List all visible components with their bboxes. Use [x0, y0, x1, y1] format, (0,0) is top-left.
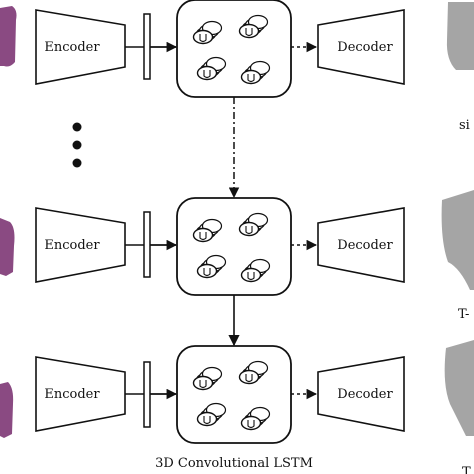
input-object-2 [0, 218, 15, 276]
encoder-1 [35, 9, 126, 85]
decoder-label-2: Decoder [337, 238, 393, 253]
encoder-3 [35, 356, 126, 432]
decoder-3 [317, 356, 405, 432]
decoder-2 [317, 207, 405, 283]
conv-block-1 [143, 13, 151, 80]
output-label-2: T- [458, 307, 469, 322]
output-label-1: si [459, 118, 470, 133]
output-object-1 [446, 2, 474, 70]
encoder-label-3: Encoder [44, 387, 100, 402]
decoder-label-3: Decoder [337, 387, 393, 402]
row-3: Encoder Decoder T [0, 340, 474, 474]
encoder-2 [35, 207, 126, 283]
decoder-1 [317, 9, 405, 85]
row-1: Encoder Decoder si [0, 0, 474, 133]
row-2: Encoder Decoder T- [0, 190, 474, 322]
ellipsis-dots [72, 122, 82, 168]
encoder-label-2: Encoder [44, 238, 100, 253]
decoder-label-1: Decoder [337, 40, 393, 55]
output-object-2 [441, 190, 474, 290]
output-label-3: T [462, 465, 471, 474]
lstm-grid-1 [176, 0, 292, 98]
lstm-grid-2 [176, 197, 292, 296]
lstm-grid-3 [176, 345, 292, 444]
input-object-3 [0, 382, 14, 438]
encoder-label-1: Encoder [44, 40, 100, 55]
input-object-1 [0, 6, 17, 67]
conv-block-2 [143, 211, 151, 278]
lstm-caption: 3D Convolutional LSTM [155, 456, 313, 471]
output-object-3 [444, 340, 474, 436]
conv-block-3 [143, 361, 151, 428]
